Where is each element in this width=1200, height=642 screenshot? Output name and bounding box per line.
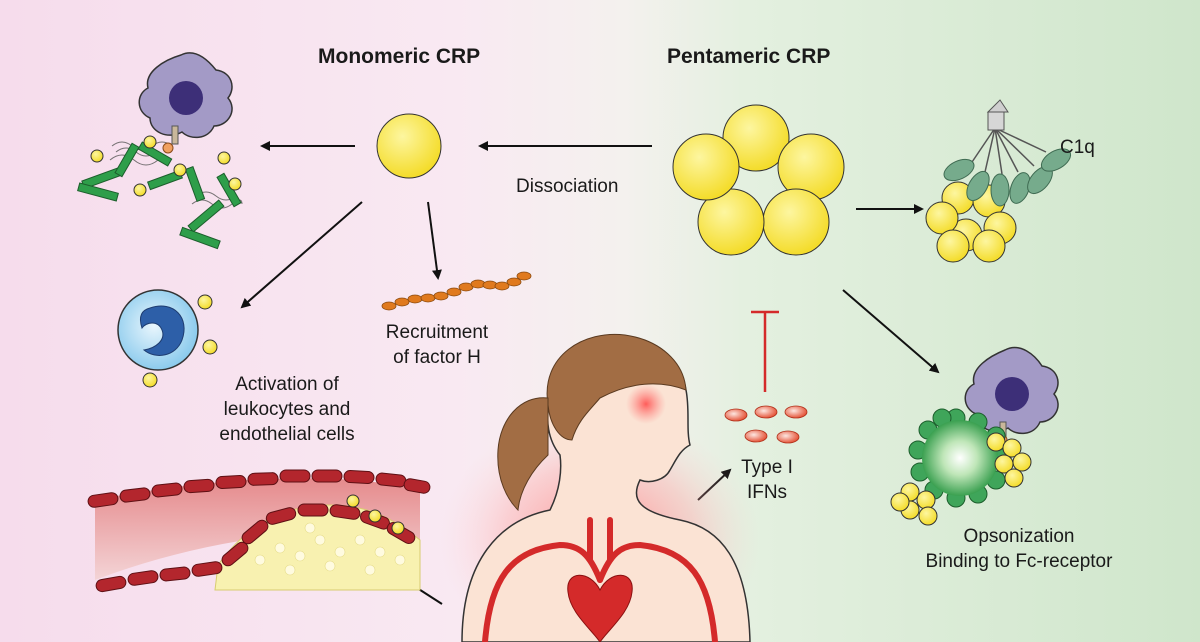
factor-h-label-line1: Recruitment (385, 322, 489, 343)
c1q-label: C1q (1060, 137, 1095, 158)
interferon-label-line2: IFNs (746, 482, 788, 503)
inhibition-symbol (751, 310, 779, 392)
macrophage-top-left (138, 52, 233, 145)
dissociation-label: Dissociation (516, 176, 619, 197)
opsonization-label-line1: Opsonization (963, 526, 1075, 547)
interferons (724, 405, 808, 444)
pentameric-crp-heading: Pentameric CRP (667, 45, 831, 68)
activation-label: Activation of leukocytes and endothelial… (192, 372, 382, 447)
monomeric-crp-circle (376, 113, 442, 179)
patient-figure (440, 333, 760, 642)
activation-label-line2: leukocytes and (223, 399, 351, 420)
factor-h-chain (381, 271, 532, 311)
factor-h-label: Recruitment of factor H (366, 320, 508, 370)
arrow-to-factor-h (427, 201, 442, 280)
blood-vessel (87, 469, 431, 593)
arrow-to-opsonization (842, 289, 940, 374)
opsonized-bacterium (890, 408, 1032, 526)
leukocyte (117, 289, 218, 388)
factor-h-label-line2: of factor H (393, 347, 481, 368)
c1q-complex (925, 99, 1072, 263)
activation-label-line1: Activation of (235, 374, 339, 395)
activation-label-line3: endothelial cells (219, 424, 355, 445)
opsonization-label-line2: Binding to Fc-receptor (925, 551, 1113, 572)
opsonization-label: Opsonization Binding to Fc-receptor (898, 524, 1140, 574)
antibody-complex (77, 135, 243, 250)
monomeric-crp-heading: Monomeric CRP (318, 45, 481, 68)
interferon-label: Type I IFNs (722, 455, 812, 505)
interferon-label-line1: Type I (741, 457, 793, 478)
pentameric-crp (672, 104, 845, 256)
arrow-to-leukocyte (240, 201, 363, 309)
arrows (240, 141, 940, 605)
